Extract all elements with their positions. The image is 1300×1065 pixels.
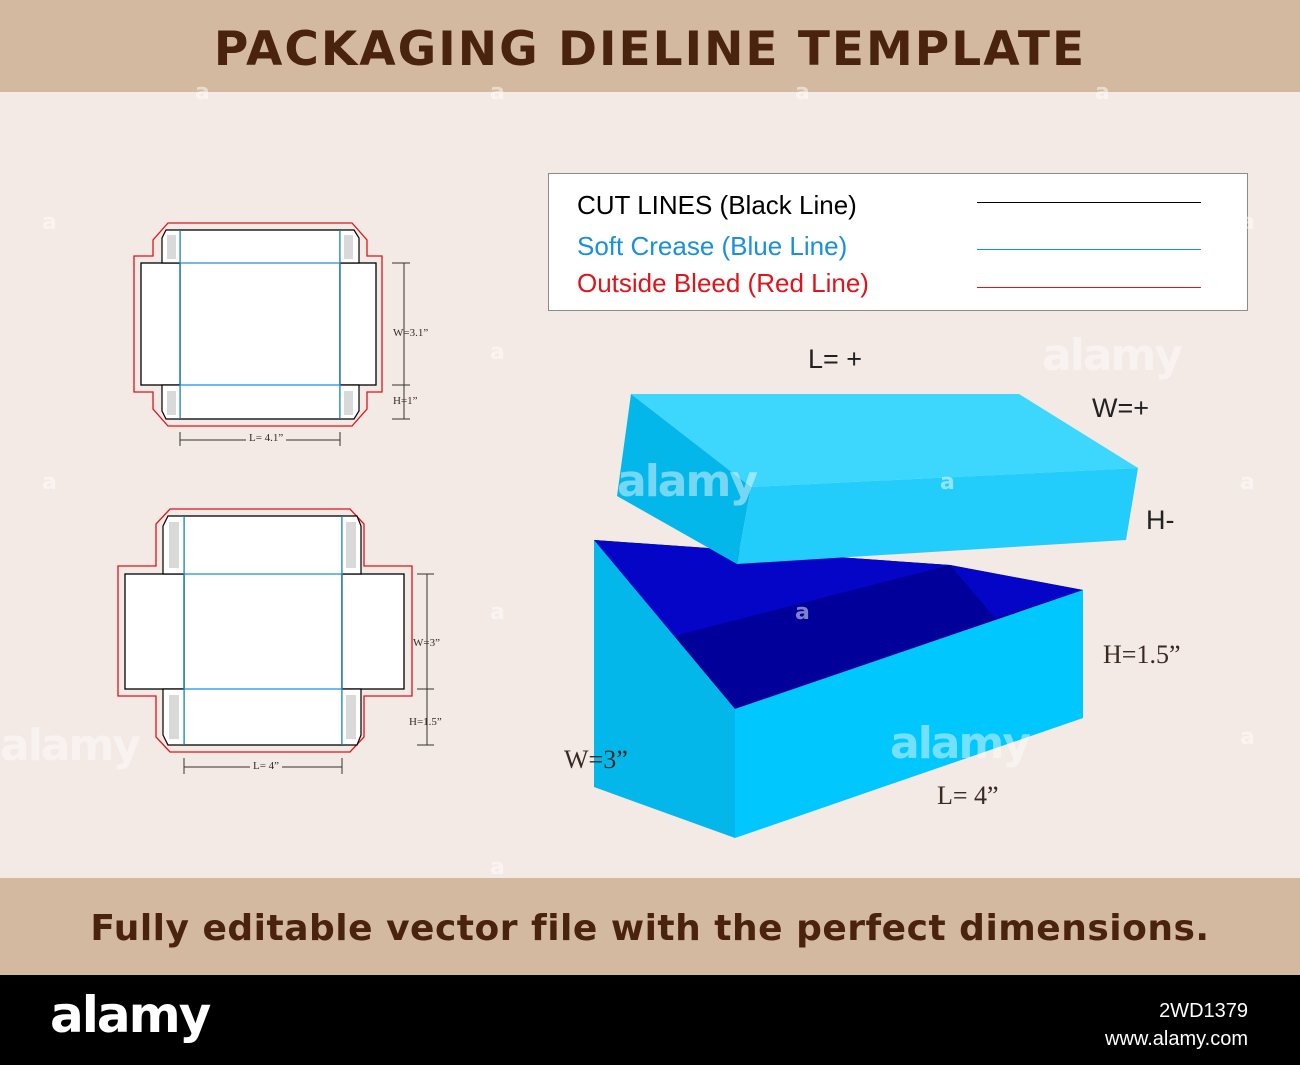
box-base-front-face: [735, 590, 1083, 838]
watermark-logo: alamy: [617, 456, 758, 507]
dieline-bottom-glue-tr: [346, 522, 356, 568]
dieline-bottom-glue-br: [346, 695, 356, 739]
box-base: [594, 540, 1083, 838]
dieline-top: [133, 222, 410, 446]
legend-bleed-line: [977, 287, 1201, 288]
dieline-bottom-length-label: L= 4”: [250, 760, 283, 772]
dieline-bottom-left-flap: [124, 573, 185, 690]
dieline-top-width-label: W=3.1”: [393, 327, 429, 339]
dieline-top-bleed: [133, 222, 383, 427]
watermark-mark: a: [490, 600, 505, 625]
watermark-mark: a: [490, 80, 505, 105]
legend-bleed-label: Outside Bleed (Red Line): [577, 268, 869, 298]
lid-width-label: W=+: [1092, 393, 1150, 423]
watermark-logo: alamy: [0, 720, 141, 771]
site-url: www.alamy.com: [1105, 1028, 1248, 1050]
watermark-mark: a: [490, 855, 505, 880]
box-lid-front-face: [737, 468, 1138, 564]
watermark-mark: a: [940, 470, 955, 495]
watermark-mark: a: [1240, 210, 1255, 235]
legend-cut-line: [977, 202, 1201, 203]
dieline-top-left-flap: [140, 262, 181, 386]
watermark-mark: a: [1240, 725, 1255, 750]
dieline-bottom-creases: [183, 516, 343, 745]
dieline-bottom-height-label: H=1.5”: [409, 716, 442, 728]
box-lid-left-face: [617, 394, 751, 564]
page-title: PACKAGING DIELINE TEMPLATE: [213, 22, 1087, 77]
image-id: 2WD1379: [1159, 1000, 1248, 1022]
dieline-top-glue-bl: [167, 391, 176, 415]
dieline-top-length-label: L= 4.1”: [246, 432, 287, 444]
dieline-bottom-glue-bl: [169, 695, 179, 739]
dieline-top-glue-tr: [344, 235, 353, 259]
watermark-logo: alamy: [890, 718, 1031, 769]
dieline-bottom-panel: [183, 515, 343, 746]
line-legend: CUT LINES (Black Line) Soft Crease (Blue…: [548, 173, 1248, 311]
base-height-label: H=1.5”: [1103, 640, 1181, 669]
watermark-mark: a: [42, 470, 57, 495]
lid-length-label: L= +: [808, 344, 863, 374]
dieline-top-panel: [179, 229, 341, 420]
dieline-bottom-bleed: [117, 508, 413, 753]
dieline-top-right-flap: [339, 262, 377, 386]
watermark-mark: a: [490, 340, 505, 365]
watermark-mark: a: [795, 600, 810, 625]
dieline-top-glue-tl: [167, 235, 176, 259]
dieline-bottom-width-label: W=3”: [413, 637, 440, 649]
legend-crease-line: [977, 249, 1201, 250]
dieline-top-creases: [179, 230, 341, 419]
caption-band: [0, 878, 1300, 975]
watermark-mark: a: [195, 80, 210, 105]
legend-crease-label: Soft Crease (Blue Line): [577, 231, 848, 261]
legend-cut-label: CUT LINES (Black Line): [577, 190, 857, 220]
dieline-bottom: [117, 508, 434, 774]
box-lid-top: [631, 394, 1138, 487]
lid-height-label: H-: [1146, 505, 1175, 535]
footer-caption: Fully editable vector file with the perf…: [90, 908, 1210, 949]
watermark-logo: alamy: [1042, 330, 1183, 381]
watermark-mark: a: [795, 80, 810, 105]
dieline-bottom-right-flap: [341, 573, 405, 690]
box-base-inner-left: [594, 540, 950, 665]
stock-footer: [0, 975, 1300, 1065]
header-band: [0, 0, 1300, 92]
dieline-top-glue-br: [344, 391, 353, 415]
watermark-mark: a: [1240, 470, 1255, 495]
box-lid: [617, 394, 1138, 564]
watermark-mark: a: [1095, 80, 1110, 105]
dieline-bottom-glue-tl: [169, 522, 179, 568]
base-length-label: L= 4”: [937, 781, 999, 810]
box-base-left-face: [594, 540, 735, 838]
stock-logo: alamy: [50, 986, 211, 1044]
base-width-label: W=3”: [564, 745, 628, 774]
box-base-inner-right: [950, 565, 1083, 618]
watermark-mark: a: [42, 210, 57, 235]
dieline-top-height-label: H=1”: [393, 395, 418, 407]
